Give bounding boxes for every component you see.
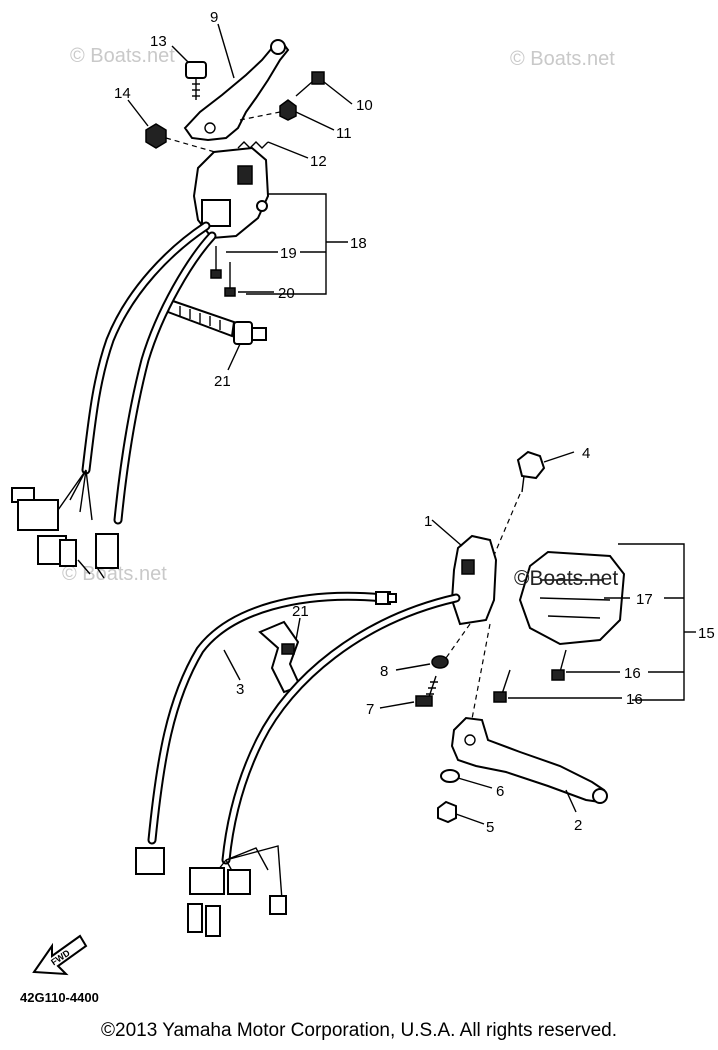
- switch-housing-18: [192, 146, 270, 240]
- watermark: © Boats.net: [510, 48, 615, 70]
- callout-15: 15: [698, 625, 715, 642]
- callout-12: 12: [310, 153, 327, 170]
- bolt-4: [516, 450, 546, 493]
- leader-9: [217, 23, 235, 79]
- watermark: © Boats.net: [70, 45, 175, 67]
- copyright-notice: ©2013 Yamaha Motor Corporation, U.S.A. A…: [101, 1020, 617, 1041]
- cable-3: [135, 591, 397, 875]
- leader-12: [267, 141, 309, 159]
- callout-4: 4: [582, 445, 590, 462]
- upper-wire-harness: [11, 221, 217, 579]
- washer-6: [440, 769, 460, 783]
- callout-9: 9: [210, 9, 218, 26]
- callout-21-lower: 21: [292, 603, 309, 620]
- cable-tie-21: [166, 298, 267, 345]
- leader-10: [323, 81, 353, 105]
- spring-12: [237, 141, 269, 149]
- diagram-code: 42G110-4400: [20, 990, 99, 1005]
- leader-4: [543, 451, 575, 463]
- watermark: © Boats.net: [62, 563, 167, 585]
- callout-16-lower: 16: [626, 691, 643, 708]
- lever-2: [450, 716, 608, 804]
- callout-7: 7: [366, 701, 374, 718]
- nut-5: [437, 800, 457, 824]
- leader-14: [127, 99, 149, 127]
- callout-21: 21: [214, 373, 231, 390]
- callout-10: 10: [356, 97, 373, 114]
- holder-1: [450, 534, 498, 626]
- callout-11: 11: [336, 125, 352, 142]
- callout-17: 17: [636, 591, 653, 608]
- lever-9: [183, 39, 290, 142]
- screw-7: [415, 675, 438, 707]
- screw-19: [210, 246, 222, 279]
- leader-13: [171, 45, 189, 63]
- lower-wire-harness: [187, 593, 461, 937]
- callout-18: 18: [350, 235, 367, 252]
- leader-11: [295, 111, 335, 131]
- cable-tie-21-lower: [258, 620, 302, 694]
- screw-16-lower: [493, 669, 511, 703]
- nut-11: [279, 99, 297, 121]
- callout-8: 8: [380, 663, 388, 680]
- washer-8: [431, 655, 449, 669]
- callout-14: 14: [114, 85, 131, 102]
- callout-6: 6: [496, 783, 504, 800]
- bolt-13: [185, 61, 207, 100]
- watermark: ©Boats.net: [514, 567, 618, 590]
- switch-housing-17: [518, 550, 626, 646]
- screw-10: [295, 71, 325, 97]
- callout-20: 20: [278, 285, 295, 302]
- callout-16-upper: 16: [624, 665, 641, 682]
- callout-1: 1: [424, 513, 432, 530]
- callout-19: 19: [280, 245, 297, 262]
- screw-20: [224, 262, 236, 297]
- leader-1: [431, 519, 463, 547]
- screw-16-upper: [551, 649, 567, 681]
- callout-2: 2: [574, 817, 582, 834]
- callout-13: 13: [150, 33, 167, 50]
- fwd-arrow-icon: FWD: [32, 934, 88, 976]
- callout-3: 3: [236, 681, 244, 698]
- nut-14: [145, 123, 167, 149]
- callout-5: 5: [486, 819, 494, 836]
